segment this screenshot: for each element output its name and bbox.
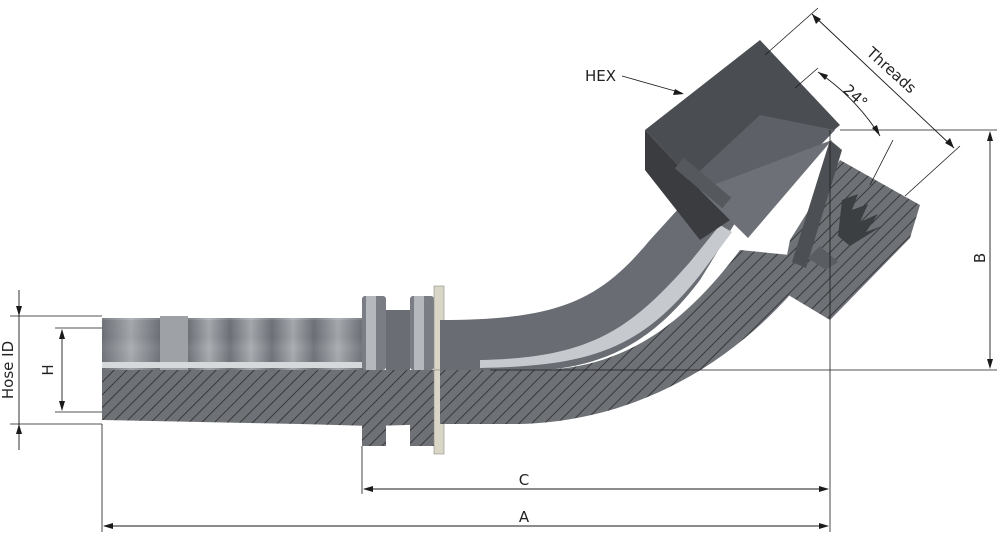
label-h: H bbox=[39, 364, 57, 375]
dimension-h: H bbox=[39, 327, 102, 413]
label-a: A bbox=[519, 508, 530, 526]
collar-rings bbox=[362, 285, 445, 455]
dimension-a: A bbox=[101, 424, 829, 532]
hex-callout: HEX bbox=[585, 67, 684, 95]
hex-body bbox=[645, 40, 840, 240]
swivel-nut bbox=[780, 140, 920, 320]
dimension-hose-id: Hose ID bbox=[0, 290, 102, 450]
barb-ribs bbox=[102, 316, 362, 370]
hose-tail bbox=[102, 316, 500, 426]
elbow-body bbox=[440, 185, 820, 424]
label-hex: HEX bbox=[585, 67, 616, 85]
dimension-b: B bbox=[490, 129, 997, 371]
label-b: B bbox=[971, 253, 989, 263]
label-angle: 24° bbox=[839, 81, 871, 112]
label-hose-id: Hose ID bbox=[0, 341, 17, 399]
dimension-c: C bbox=[361, 318, 831, 532]
label-c: C bbox=[519, 471, 529, 489]
